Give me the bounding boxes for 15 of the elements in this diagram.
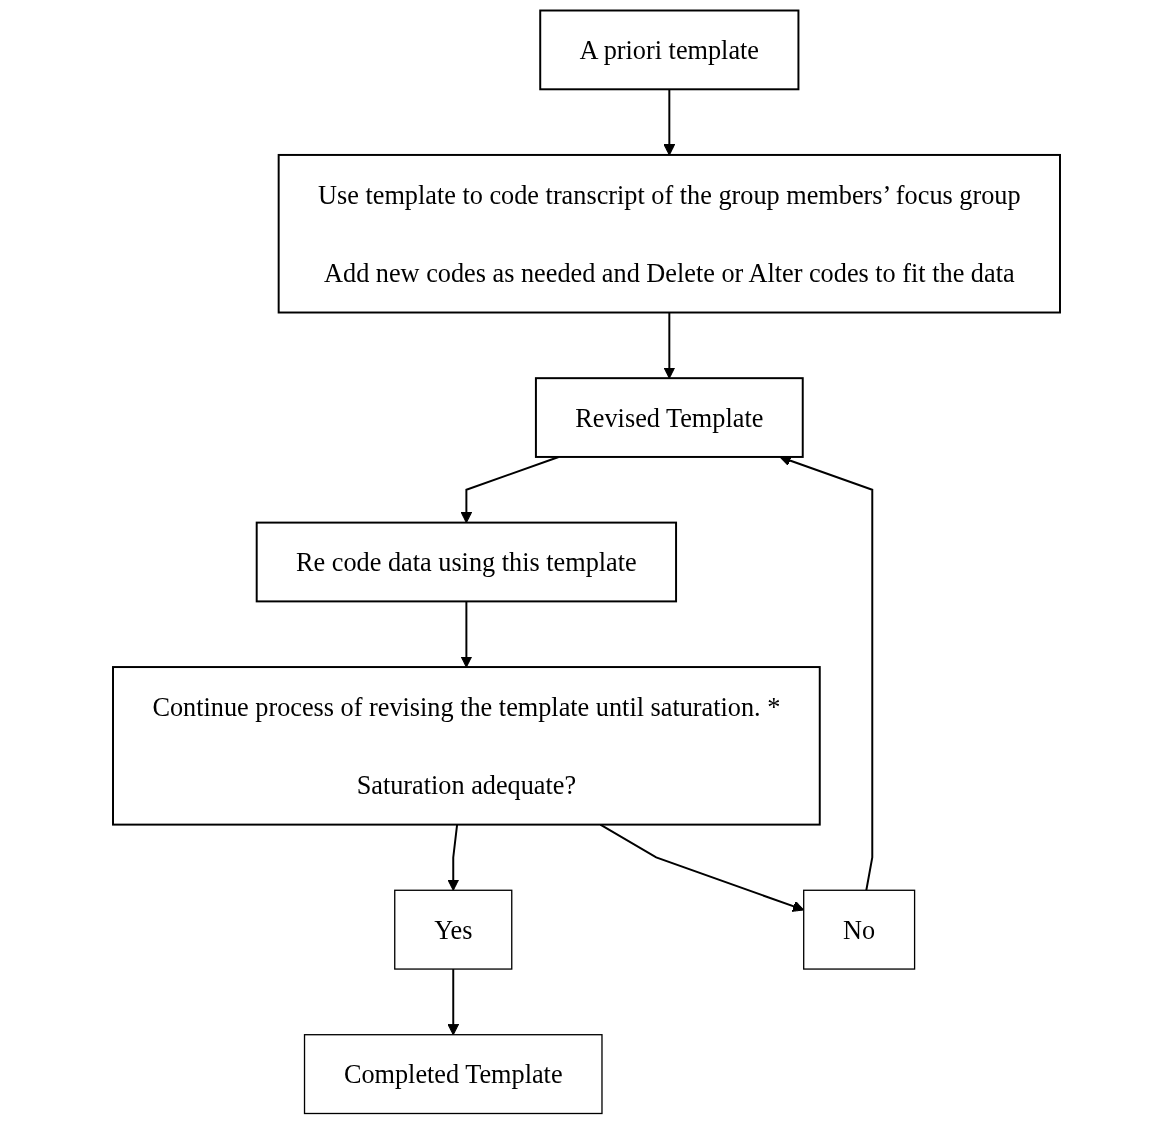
node-box: Yes [394, 889, 513, 970]
node-box: Re code data using this template [255, 521, 678, 603]
node-box: A priori template [539, 9, 800, 91]
node-box: Completed Template [303, 1034, 603, 1115]
arrow [779, 455, 874, 892]
node-box: Use template to code transcript of the group members’ focus group Add new codes as needed and Delete or Alter codes to fit the data [277, 153, 1061, 314]
arrow [447, 823, 460, 891]
arrow [663, 311, 676, 379]
node-box: Continue process of revising the template until saturation. * Saturation adequate? [112, 666, 821, 826]
arrow [663, 88, 676, 156]
arrow [460, 600, 473, 668]
arrow [447, 968, 460, 1036]
arrow [460, 455, 560, 524]
node-box: No [803, 889, 916, 970]
node-box: Revised Template [534, 377, 804, 458]
